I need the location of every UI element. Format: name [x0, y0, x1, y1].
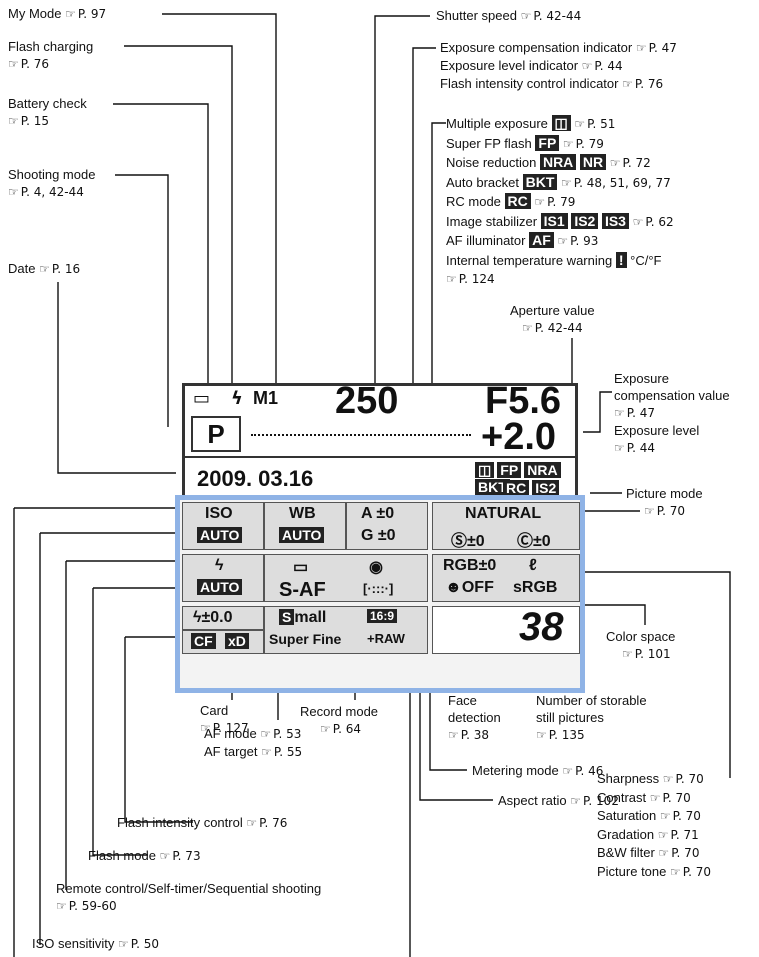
label-flash-charging: Flash chargingP. 76	[8, 38, 93, 73]
label-battery-check: Battery checkP. 15	[8, 95, 87, 130]
label-shutter-speed: Shutter speed P. 42-44	[436, 7, 581, 25]
af-cell: ▭ S-AF ◉ [·:::·]	[264, 554, 428, 602]
label-aspect-ratio: Aspect ratio P. 102	[498, 792, 619, 810]
mode-box: P	[191, 416, 241, 452]
label-aperture: Aperture valueP. 42-44	[510, 302, 595, 337]
saturation-cell: RGB±0 ℓ ☻OFF sRGB	[432, 554, 580, 602]
label-metering-mode: Metering mode P. 46	[472, 762, 603, 780]
lcd-divider	[185, 456, 575, 458]
label-record-mode: Record modeP. 64	[300, 703, 378, 738]
label-picture-mode: Picture modeP. 70	[626, 485, 703, 520]
label-shooting-mode: Shooting modeP. 4, 42-44	[8, 166, 95, 201]
label-color-space: Color spaceP. 101	[606, 628, 675, 663]
flash-comp-cell: ϟ±0.0	[182, 606, 264, 630]
picture-mode-cell: NATURAL Ⓢ±0 Ⓒ±0	[432, 502, 580, 550]
flash-mode-cell: ϟ AUTO	[182, 554, 264, 602]
badges-top: ◫ FP NRA BKT	[475, 462, 575, 495]
label-date: Date P. 16	[8, 260, 80, 278]
aperture-value: F5.6	[485, 380, 562, 422]
wb-adjust-cell: A ±0 G ±0	[346, 502, 428, 550]
my-mode-value: M1	[253, 388, 279, 408]
label-af-mode: AF mode P. 53 AF target P. 55	[204, 725, 302, 761]
date-value: 2009. 03.16	[197, 466, 314, 491]
exp-comp-value: +2.0	[481, 416, 557, 458]
battery-icon: ▭	[193, 388, 211, 409]
super-control-panel: ISO AUTO WB AUTO A ±0 G ±0 NATURAL Ⓢ±0 Ⓒ…	[175, 495, 585, 693]
wb-cell: WB AUTO	[264, 502, 346, 550]
label-card: CardP. 127	[200, 702, 249, 737]
shutter-value: 250	[335, 380, 399, 422]
count-cell: 38	[432, 605, 580, 654]
label-flash-intensity: Flash intensity control P. 76	[117, 814, 287, 832]
label-iso: ISO sensitivity P. 50	[32, 935, 159, 953]
label-face-detection: FacedetectionP. 38	[448, 692, 501, 744]
exposure-scale	[251, 434, 471, 438]
card-cell: CF xD	[182, 630, 264, 654]
iso-cell: ISO AUTO	[182, 502, 264, 550]
label-remote-control: Remote control/Self-timer/Sequential sho…	[56, 880, 321, 915]
label-my-mode: My Mode P. 97	[8, 5, 106, 23]
label-exp-comp-indicator: Exposure compensation indicator P. 47 Ex…	[440, 39, 677, 93]
label-status-list: Multiple exposure ◫ P. 51 Super FP flash…	[446, 114, 674, 289]
label-flash-mode: Flash mode P. 73	[88, 847, 201, 865]
label-picture-settings: Sharpness P. 70 Contrast P. 70 Saturatio…	[597, 770, 711, 881]
flash-icon: ϟ	[231, 388, 243, 409]
